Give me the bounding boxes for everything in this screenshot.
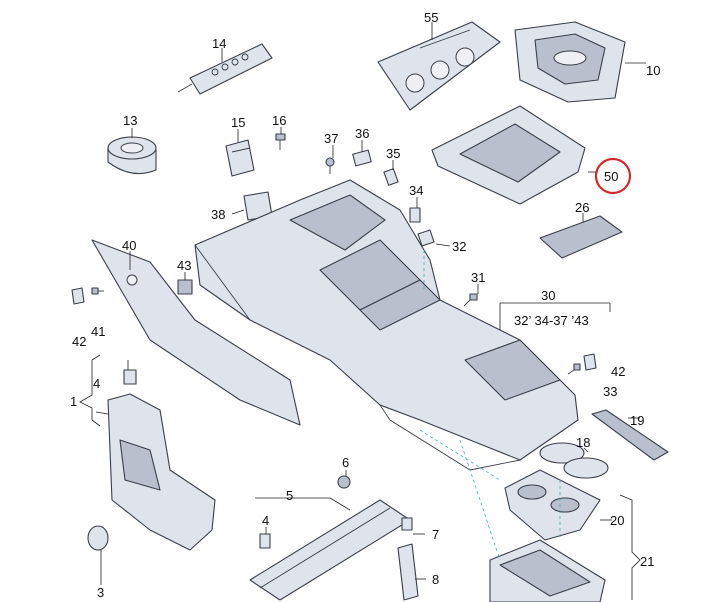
highlight-ring-50	[594, 157, 632, 195]
part-32-clip[interactable]	[417, 229, 435, 247]
callout-36[interactable]: 36	[355, 126, 369, 141]
callout-15[interactable]: 15	[231, 115, 245, 130]
callout-35[interactable]: 35	[386, 146, 400, 161]
part-16-screw[interactable]	[275, 133, 286, 150]
part-42-cap-right[interactable]	[583, 353, 597, 371]
part-34-clip[interactable]	[409, 207, 421, 223]
part-31-screw[interactable]	[463, 293, 478, 307]
part-35-clip[interactable]	[383, 168, 399, 186]
callout-37[interactable]: 37	[324, 131, 338, 146]
part-15-clip[interactable]	[225, 139, 255, 177]
callout-6[interactable]: 6	[342, 455, 349, 470]
part-41-screw[interactable]	[91, 287, 104, 295]
part-55-bezel[interactable]	[377, 21, 501, 111]
part-14-adhesive-tube[interactable]	[177, 43, 273, 95]
callout-19[interactable]: 19	[630, 413, 644, 428]
callout-42-left[interactable]: 42	[72, 334, 86, 349]
assembly-guides	[419, 250, 561, 561]
callout-4-left[interactable]: 4	[93, 376, 100, 391]
callout-18[interactable]: 18	[576, 435, 590, 450]
callout-5[interactable]: 5	[286, 488, 293, 503]
part-5-frame-rail[interactable]	[249, 499, 411, 601]
part-1-bracket[interactable]	[107, 393, 216, 551]
callout-13[interactable]: 13	[123, 113, 137, 128]
part-21-storage-box[interactable]	[489, 539, 606, 602]
part-3-cap[interactable]	[87, 525, 109, 551]
callout-20[interactable]: 20	[610, 513, 624, 528]
part-42-cap-left[interactable]	[71, 287, 85, 305]
part-33-screw[interactable]	[567, 363, 581, 375]
callout-4-lower[interactable]: 4	[262, 513, 269, 528]
callout-34[interactable]: 34	[409, 183, 423, 198]
part-37-screw[interactable]	[325, 157, 335, 174]
part-4-clip-left[interactable]	[123, 369, 137, 385]
callout-42-right[interactable]: 42	[611, 364, 625, 379]
callout-1[interactable]: 1	[70, 394, 77, 409]
part-8-bracket[interactable]	[397, 543, 419, 601]
callout-14[interactable]: 14	[212, 36, 226, 51]
callout-55[interactable]: 55	[424, 10, 438, 25]
part-6-nut[interactable]	[337, 475, 351, 489]
callout-21[interactable]: 21	[640, 554, 654, 569]
callout-50[interactable]: 50	[604, 169, 618, 184]
callout-32[interactable]: 32	[452, 239, 466, 254]
part-40-side-panel[interactable]	[91, 239, 301, 426]
callout-31[interactable]: 31	[471, 270, 485, 285]
part-18-cupholder-inserts[interactable]	[539, 442, 609, 479]
part-50-shift-frame[interactable]	[431, 105, 586, 205]
leader-lines	[79, 22, 646, 600]
callout-26[interactable]: 26	[575, 200, 589, 215]
part-4-clip-lower[interactable]	[259, 533, 271, 549]
callout-30-subitems: 32’ 34-37 ’43	[514, 313, 589, 328]
callout-43[interactable]: 43	[177, 258, 191, 273]
part-36-clip[interactable]	[352, 149, 372, 167]
callout-40[interactable]: 40	[122, 238, 136, 253]
part-43-clip[interactable]	[177, 279, 193, 295]
callout-8[interactable]: 8	[432, 572, 439, 587]
callout-3[interactable]: 3	[97, 585, 104, 600]
callout-10[interactable]: 10	[646, 63, 660, 78]
part-10-storage-tray[interactable]	[514, 21, 626, 103]
main-console-body[interactable]	[194, 179, 579, 471]
callout-labels: 55 10 14 13 15 16 37 36 35 50 34 38 26 3…	[70, 10, 660, 600]
callout-33[interactable]: 33	[603, 384, 617, 399]
part-13-tape-roll[interactable]	[107, 136, 157, 175]
callout-30[interactable]: 30	[541, 288, 555, 303]
part-26-pad[interactable]	[539, 215, 623, 259]
callout-41[interactable]: 41	[91, 324, 105, 339]
callout-16[interactable]: 16	[272, 113, 286, 128]
part-20-cupholder[interactable]	[504, 469, 601, 541]
part-19-trim-strip[interactable]	[591, 409, 669, 461]
part-7-clip[interactable]	[401, 517, 413, 531]
callout-7[interactable]: 7	[432, 527, 439, 542]
callout-38[interactable]: 38	[211, 207, 225, 222]
